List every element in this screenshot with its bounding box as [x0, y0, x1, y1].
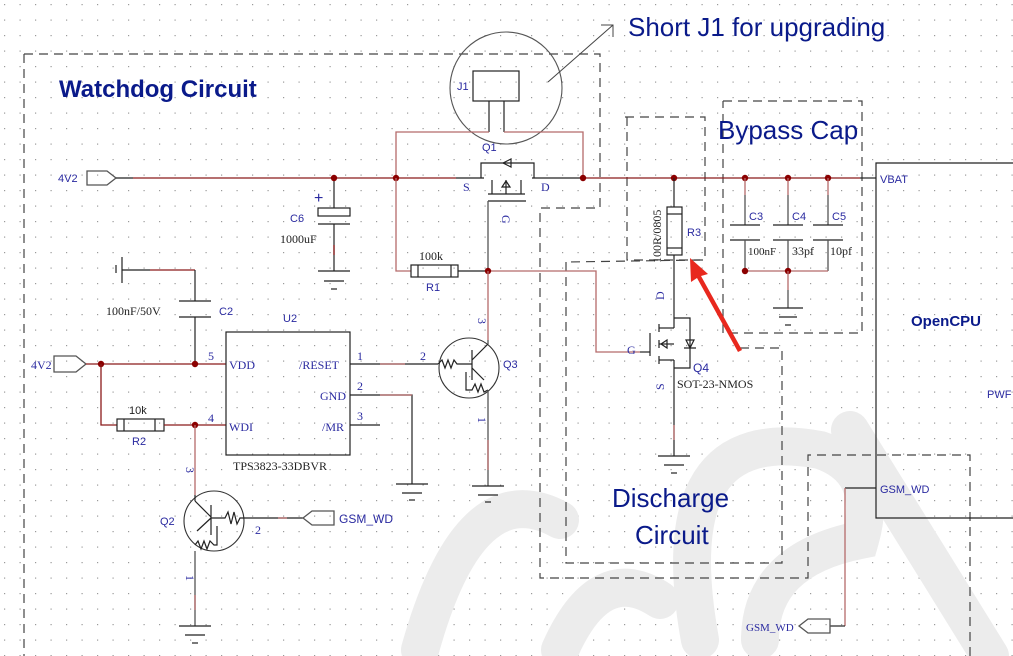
q2-pin-e: 1 — [183, 575, 197, 581]
q2-ref: Q2 — [160, 516, 175, 528]
ic-u2[interactable]: U2 TPS3823-33DBVR 5 VDD 4 WDI 1 /RESET 2… — [208, 313, 363, 473]
u2-pin4-num: 4 — [208, 411, 214, 425]
q3-pin-e: 1 — [475, 417, 489, 423]
jumper-j1[interactable]: J1 — [449, 31, 563, 145]
c5-value: 10pf — [830, 244, 852, 258]
transistor-q2[interactable]: Q2 2 3 1 — [160, 467, 261, 581]
q4-pin-s: S — [653, 383, 667, 390]
c4-ref: C4 — [792, 211, 806, 223]
module-name: OpenCPU — [911, 313, 981, 330]
u2-pin2-name: GND — [320, 389, 346, 403]
watermark — [401, 411, 1009, 656]
bypass-title: Bypass Cap — [718, 115, 858, 145]
gsm-wd-output-label: GSM_WD — [746, 622, 794, 634]
c2-value: 100nF/50V — [106, 304, 161, 318]
gsm-wd-input-label: GSM_WD — [339, 512, 393, 526]
q1-ref: Q1 — [482, 142, 497, 154]
c3-ref: C3 — [749, 211, 763, 223]
q3-pin-b: 2 — [420, 349, 426, 363]
r3-ref: R3 — [687, 227, 701, 239]
q4-ref: Q4 — [693, 361, 709, 375]
top-4v2-label: 4V2 — [58, 173, 78, 185]
u2-pin5-name: VDD — [229, 358, 255, 372]
u2-pin4-name: WDI — [229, 420, 253, 434]
q4-pin-g: G — [627, 343, 636, 357]
bypass-group-box — [625, 100, 863, 334]
c3-value: 100nF — [748, 246, 776, 258]
watchdog-group-box — [23, 53, 971, 656]
q4-part: SOT-23-NMOS — [677, 377, 753, 391]
u2-pin5-num: 5 — [208, 349, 214, 363]
discharge-title-line1: Discharge — [612, 483, 729, 513]
capacitor-c4[interactable]: C4 33pf — [773, 174, 814, 271]
module-pin-gsm-wd: GSM_WD — [880, 484, 930, 496]
r1-ref: R1 — [426, 282, 440, 294]
u2-pin1-name: /RESET — [299, 358, 340, 372]
c2-ref: C2 — [219, 306, 233, 318]
top-4v2-port[interactable]: 4V2 — [58, 170, 118, 186]
transistor-q3[interactable]: 2 Q3 3 1 — [420, 318, 518, 423]
capacitor-c5[interactable]: C5 10pf — [813, 174, 852, 271]
u2-part: TPS3823-33DBVR — [233, 459, 327, 473]
u2-pin1-num: 1 — [357, 349, 363, 363]
mosfet-q4[interactable]: Q4 SOT-23-NMOS G D S — [627, 291, 753, 391]
watchdog-title: Watchdog Circuit — [59, 76, 257, 103]
u2-pin3-num: 3 — [357, 409, 363, 423]
module-pin-pwr: PWF — [987, 389, 1012, 401]
gsm-wd-input-port[interactable]: GSM_WD — [301, 510, 393, 526]
discharge-title-line2: Circuit — [635, 520, 709, 550]
pointer-arrow — [690, 258, 742, 352]
module-pin-vbat: VBAT — [880, 174, 908, 186]
c6-ref: C6 — [290, 213, 304, 225]
q4-pin-d: D — [653, 291, 667, 300]
q3-ref: Q3 — [503, 359, 518, 371]
c6-value: 1000uF — [280, 232, 317, 246]
mosfet-q1[interactable]: Q1 S D G — [456, 142, 583, 270]
capacitor-c6[interactable]: + C6 1000uF — [280, 178, 351, 290]
c5-ref: C5 — [832, 211, 846, 223]
gsm-wd-output-port[interactable]: GSM_WD — [746, 618, 831, 634]
q2-pin-c: 3 — [183, 467, 197, 473]
left-4v2-label: 4V2 — [31, 358, 52, 372]
c6-polarity: + — [314, 190, 323, 207]
short-j1-note: Short J1 for upgrading — [628, 12, 885, 42]
opencpu-module[interactable]: VBAT OpenCPU PWF GSM_WD — [875, 162, 1013, 519]
r2-ref: R2 — [132, 436, 146, 448]
q3-pin-c: 3 — [475, 318, 489, 324]
capacitor-c2[interactable]: 100nF/50V C2 — [106, 257, 233, 362]
left-4v2-port[interactable]: 4V2 — [31, 355, 88, 373]
j1-ref: J1 — [457, 81, 469, 93]
u2-pin2-num: 2 — [357, 379, 363, 393]
c4-value: 33pf — [792, 244, 814, 258]
resistor-r3[interactable]: R3 100R/0805 — [650, 206, 701, 263]
q1-pin-d: D — [541, 180, 550, 194]
u2-ref: U2 — [283, 313, 297, 325]
q1-pin-s: S — [463, 180, 470, 194]
r2-value: 10k — [129, 405, 147, 417]
capacitor-c3[interactable]: C3 100nF — [730, 174, 776, 271]
discharge-group-box — [565, 259, 783, 564]
r1-value: 100k — [419, 249, 443, 263]
resistor-r1[interactable]: 100k R1 — [410, 249, 459, 294]
q2-pin-b: 2 — [255, 523, 261, 537]
r3-value: 100R/0805 — [650, 210, 664, 263]
q1-pin-g: G — [499, 215, 513, 224]
u2-pin3-name: /MR — [322, 420, 344, 434]
